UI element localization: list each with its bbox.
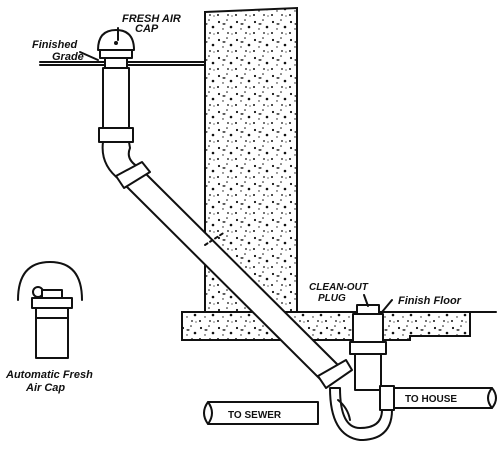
finish-floor-label: Finish Floor [398, 295, 462, 307]
diagonal-pipe [115, 161, 353, 389]
automatic-cap-label-2: Air Cap [25, 382, 65, 394]
automatic-fresh-air-cap-illustration [17, 261, 83, 359]
clean-out-plug-label-1: CLEAN-OUT [309, 282, 369, 293]
fresh-air-cap-label-1: FRESH AIR [122, 13, 181, 25]
clean-out-plug-label-2: PLUG [318, 293, 346, 304]
vent-pipe-vertical [98, 67, 141, 181]
footing-floor-slab [181, 311, 497, 341]
fresh-air-cap [97, 29, 135, 69]
house-pipe [379, 385, 497, 411]
leader-lines [79, 27, 393, 313]
clean-out-stack [349, 304, 387, 391]
automatic-cap-label-1: Automatic Fresh [5, 369, 93, 381]
finished-grade-label-2: Grade [52, 51, 84, 63]
fresh-air-cap-label-2: CAP [135, 23, 159, 35]
sewer-pipe [203, 401, 319, 425]
finished-grade-label-1: Finished [32, 39, 78, 51]
to-sewer-label: TO SEWER [228, 410, 282, 421]
to-house-label: TO HOUSE [405, 394, 457, 405]
